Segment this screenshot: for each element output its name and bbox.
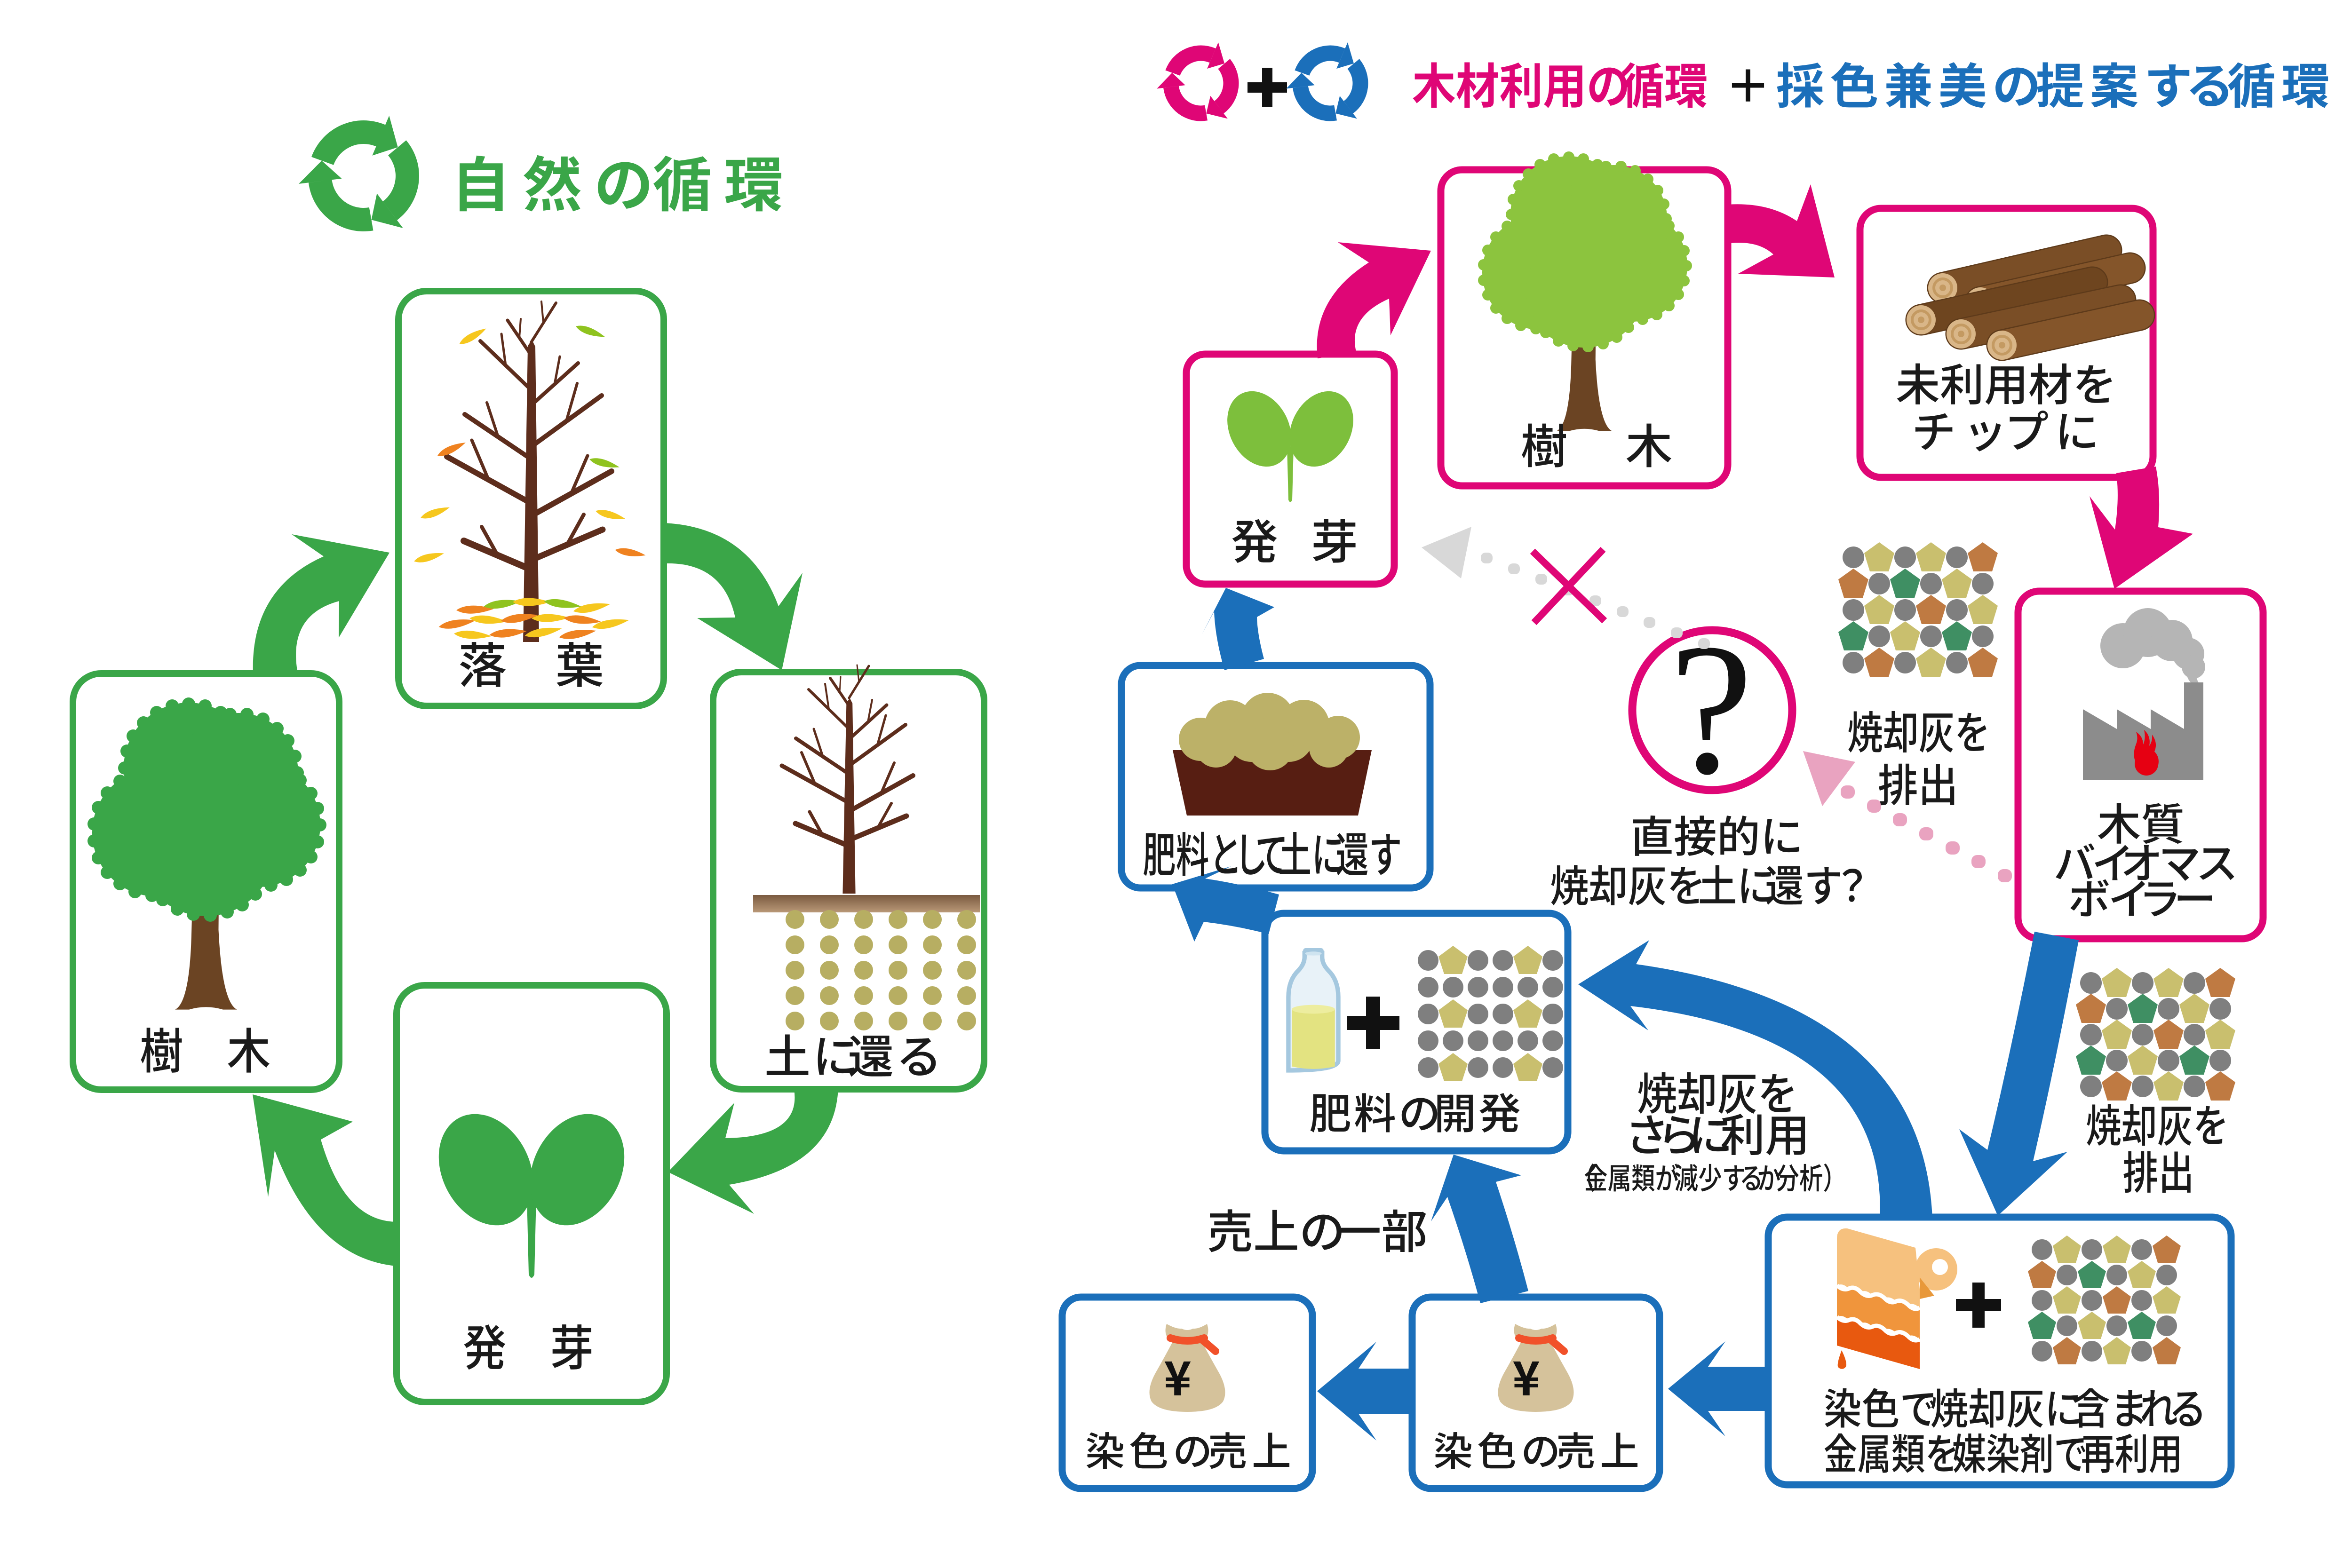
svg-text:?: ?	[1669, 605, 1753, 813]
